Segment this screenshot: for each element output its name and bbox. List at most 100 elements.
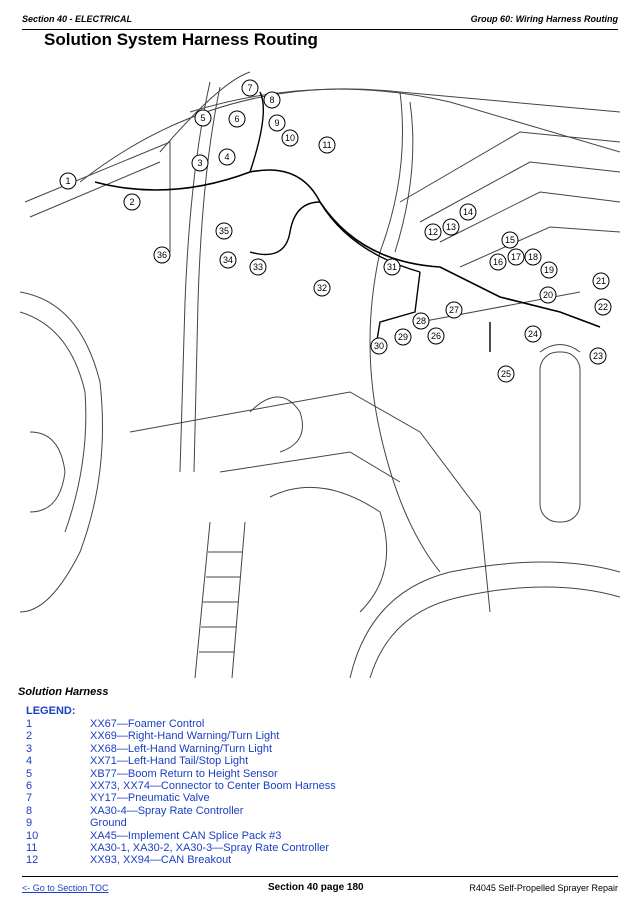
- legend-num: 6: [26, 779, 33, 792]
- svg-text:23: 23: [593, 351, 603, 361]
- callout-27: 27: [445, 301, 463, 319]
- callout-10: 10: [281, 129, 299, 147]
- legend-desc: XX73, XX74—Connector to Center Boom Harn…: [90, 779, 336, 792]
- legend-item: 7 XY17—Pneumatic Valve: [26, 792, 406, 804]
- toc-link[interactable]: <- Go to Section TOC: [22, 883, 109, 893]
- svg-text:17: 17: [511, 252, 521, 262]
- callout-14: 14: [459, 203, 477, 221]
- legend-desc: Ground: [90, 817, 127, 830]
- legend-desc: XA30-1, XA30-2, XA30-3—Spray Rate Contro…: [90, 841, 330, 854]
- svg-text:26: 26: [431, 331, 441, 341]
- legend-item: 5 XB77—Boom Return to Height Sensor: [26, 768, 406, 780]
- legend-desc: XY17—Pneumatic Valve: [90, 792, 210, 805]
- svg-text:22: 22: [598, 302, 608, 312]
- svg-text:15: 15: [505, 235, 515, 245]
- svg-text:31: 31: [387, 262, 397, 272]
- page-number: Section 40 page 180: [268, 882, 364, 893]
- callout-3: 3: [191, 154, 209, 172]
- legend-item: 12 XX93, XX94—CAN Breakout: [26, 854, 406, 866]
- svg-text:6: 6: [234, 114, 239, 124]
- svg-text:28: 28: [416, 316, 426, 326]
- callout-23: 23: [589, 347, 607, 365]
- svg-text:25: 25: [501, 369, 511, 379]
- legend-num: 12: [26, 854, 39, 867]
- callout-4: 4: [218, 148, 236, 166]
- callout-7: 7: [241, 79, 259, 97]
- svg-text:12: 12: [428, 227, 438, 237]
- legend-num: 5: [26, 767, 33, 780]
- group-label: Group 60: Wiring Harness Routing: [470, 14, 618, 24]
- page-title: Solution System Harness Routing: [44, 30, 318, 49]
- legend-item: 6 XX73, XX74—Connector to Center Boom Har…: [26, 780, 406, 792]
- document-title: R4045 Self-Propelled Sprayer Repair: [469, 883, 618, 893]
- legend-heading: LEGEND:: [26, 705, 76, 717]
- callout-34: 34: [219, 251, 237, 269]
- legend-item: 8 XA30-4—Spray Rate Controller: [26, 805, 406, 817]
- callout-19: 19: [540, 261, 558, 279]
- callout-17: 17: [507, 248, 525, 266]
- svg-text:5: 5: [200, 113, 205, 123]
- page-header: Section 40 - ELECTRICAL Group 60: Wiring…: [22, 13, 618, 30]
- svg-text:29: 29: [398, 332, 408, 342]
- svg-text:24: 24: [528, 329, 538, 339]
- callout-12: 12: [424, 223, 442, 241]
- legend-num: 3: [26, 742, 33, 755]
- legend-desc: XA30-4—Spray Rate Controller: [90, 804, 244, 817]
- svg-text:13: 13: [446, 222, 456, 232]
- legend-desc: XB77—Boom Return to Height Sensor: [90, 767, 278, 780]
- svg-text:36: 36: [157, 250, 167, 260]
- legend-desc: XX93, XX94—CAN Breakout: [90, 854, 232, 867]
- callout-33: 33: [249, 258, 267, 276]
- callout-2: 2: [123, 193, 141, 211]
- legend-desc: XX71—Left-Hand Tail/Stop Light: [90, 755, 249, 768]
- callout-28: 28: [412, 312, 430, 330]
- legend-num: 8: [26, 804, 33, 817]
- svg-text:30: 30: [374, 341, 384, 351]
- callout-21: 21: [592, 272, 610, 290]
- page-footer: <- Go to Section TOC Section 40 page 180…: [22, 876, 618, 899]
- callout-16: 16: [489, 253, 507, 271]
- svg-text:35: 35: [219, 226, 229, 236]
- legend-desc: XX69—Right-Hand Warning/Turn Light: [90, 730, 280, 743]
- callout-32: 32: [313, 279, 331, 297]
- callout-22: 22: [594, 298, 612, 316]
- svg-text:4: 4: [224, 152, 229, 162]
- callout-36: 36: [153, 246, 171, 264]
- svg-text:21: 21: [596, 276, 606, 286]
- svg-text:11: 11: [322, 140, 331, 150]
- svg-text:18: 18: [528, 252, 538, 262]
- callout-1: 1: [59, 172, 77, 190]
- legend-num: 11: [26, 841, 38, 854]
- legend-num: 7: [26, 792, 33, 805]
- svg-text:34: 34: [223, 255, 233, 265]
- callout-13: 13: [442, 218, 460, 236]
- svg-text:7: 7: [247, 83, 252, 93]
- callout-18: 18: [524, 248, 542, 266]
- callout-25: 25: [497, 365, 515, 383]
- legend-desc: XA45—Implement CAN Splice Pack #3: [90, 829, 282, 842]
- callout-26: 26: [427, 327, 445, 345]
- callout-11: 11: [318, 136, 336, 154]
- svg-text:32: 32: [317, 283, 327, 293]
- section-label: Section 40 - ELECTRICAL: [22, 14, 133, 24]
- legend-desc: XX67—Foamer Control: [90, 718, 205, 730]
- callout-9: 9: [268, 114, 286, 132]
- svg-text:1: 1: [65, 176, 70, 186]
- svg-text:10: 10: [285, 133, 295, 143]
- callout-15: 15: [501, 231, 519, 249]
- callout-24: 24: [524, 325, 542, 343]
- callout-29: 29: [394, 328, 412, 346]
- figure-caption: Solution Harness: [18, 686, 109, 698]
- harness-routing-illustration: 1 2 3 4 5 6 7 8 9 10 11 12 13 14 15 16 1…: [20, 71, 620, 678]
- svg-text:9: 9: [274, 118, 279, 128]
- svg-text:33: 33: [253, 262, 263, 272]
- svg-text:19: 19: [544, 265, 554, 275]
- legend-item: 11 XA30-1, XA30-2, XA30-3—Spray Rate Cont…: [26, 842, 406, 854]
- callout-20: 20: [539, 286, 557, 304]
- callout-35: 35: [215, 222, 233, 240]
